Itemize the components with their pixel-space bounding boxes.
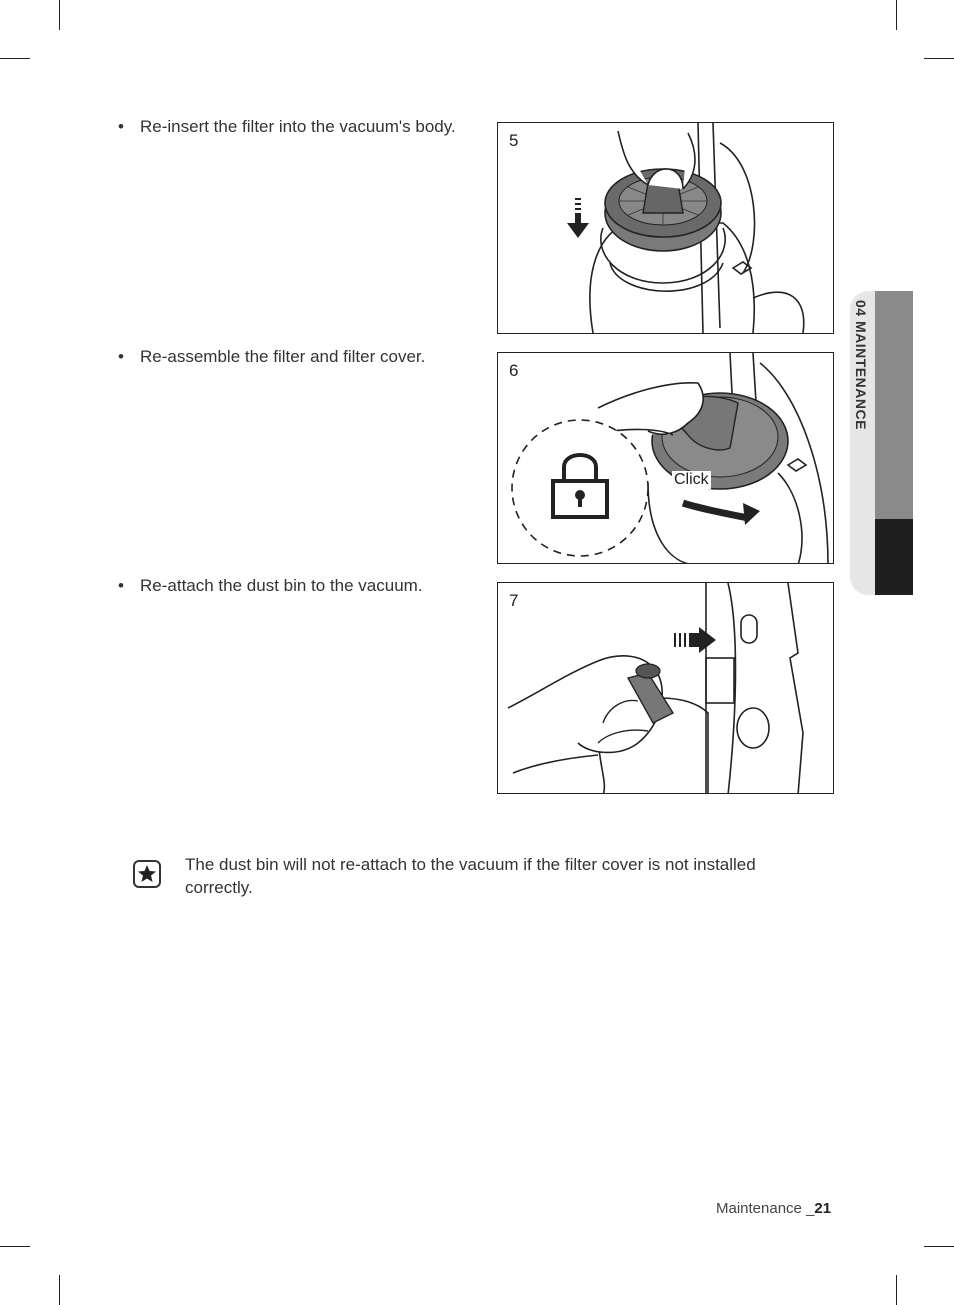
step-7-text: Re-attach the dust bin to the vacuum. — [140, 576, 423, 595]
bullet: • — [118, 117, 124, 136]
chapter-tab — [850, 291, 913, 595]
step-6-text: Re-assemble the filter and filter cover. — [140, 347, 426, 366]
click-callout: Click — [672, 471, 711, 489]
step-7-instruction: • Re-attach the dust bin to the vacuum. — [118, 576, 423, 596]
crop-mark — [59, 0, 60, 30]
chapter-label: 04 MAINTENANCE — [853, 300, 869, 430]
dustbin-attach-illustration — [507, 583, 804, 793]
chapter-tab-block — [875, 519, 913, 595]
crop-mark — [59, 1275, 60, 1305]
filter-cover-illustration — [511, 353, 829, 563]
footer-section: Maintenance _ — [716, 1200, 815, 1217]
step-6-figure: 6 Click — [497, 352, 834, 564]
bullet: • — [118, 576, 124, 595]
crop-mark — [896, 1275, 897, 1305]
step-5-text: Re-insert the filter into the vacuum's b… — [140, 117, 456, 136]
filter-insert-illustration — [567, 123, 805, 333]
bullet: • — [118, 347, 124, 366]
step-5-figure: 5 — [497, 122, 834, 334]
step-7-number: 7 — [509, 591, 519, 610]
step-5-instruction: • Re-insert the filter into the vacuum's… — [118, 117, 456, 137]
crop-mark — [0, 1246, 30, 1247]
crop-mark — [0, 58, 30, 59]
note-block: The dust bin will not re-attach to the v… — [133, 853, 833, 899]
step-6-number: 6 — [509, 361, 519, 380]
chapter-tab-marker — [875, 291, 913, 519]
page-footer: Maintenance _21 — [716, 1200, 831, 1217]
page-number: 21 — [814, 1200, 832, 1217]
crop-mark — [924, 1246, 954, 1247]
step-7-figure: 7 — [497, 582, 834, 794]
crop-mark — [896, 0, 897, 30]
crop-mark — [924, 58, 954, 59]
star-note-icon — [133, 860, 161, 888]
step-5-number: 5 — [509, 131, 519, 150]
step-6-instruction: • Re-assemble the filter and filter cove… — [118, 347, 425, 367]
note-text: The dust bin will not re-attach to the v… — [185, 855, 756, 897]
